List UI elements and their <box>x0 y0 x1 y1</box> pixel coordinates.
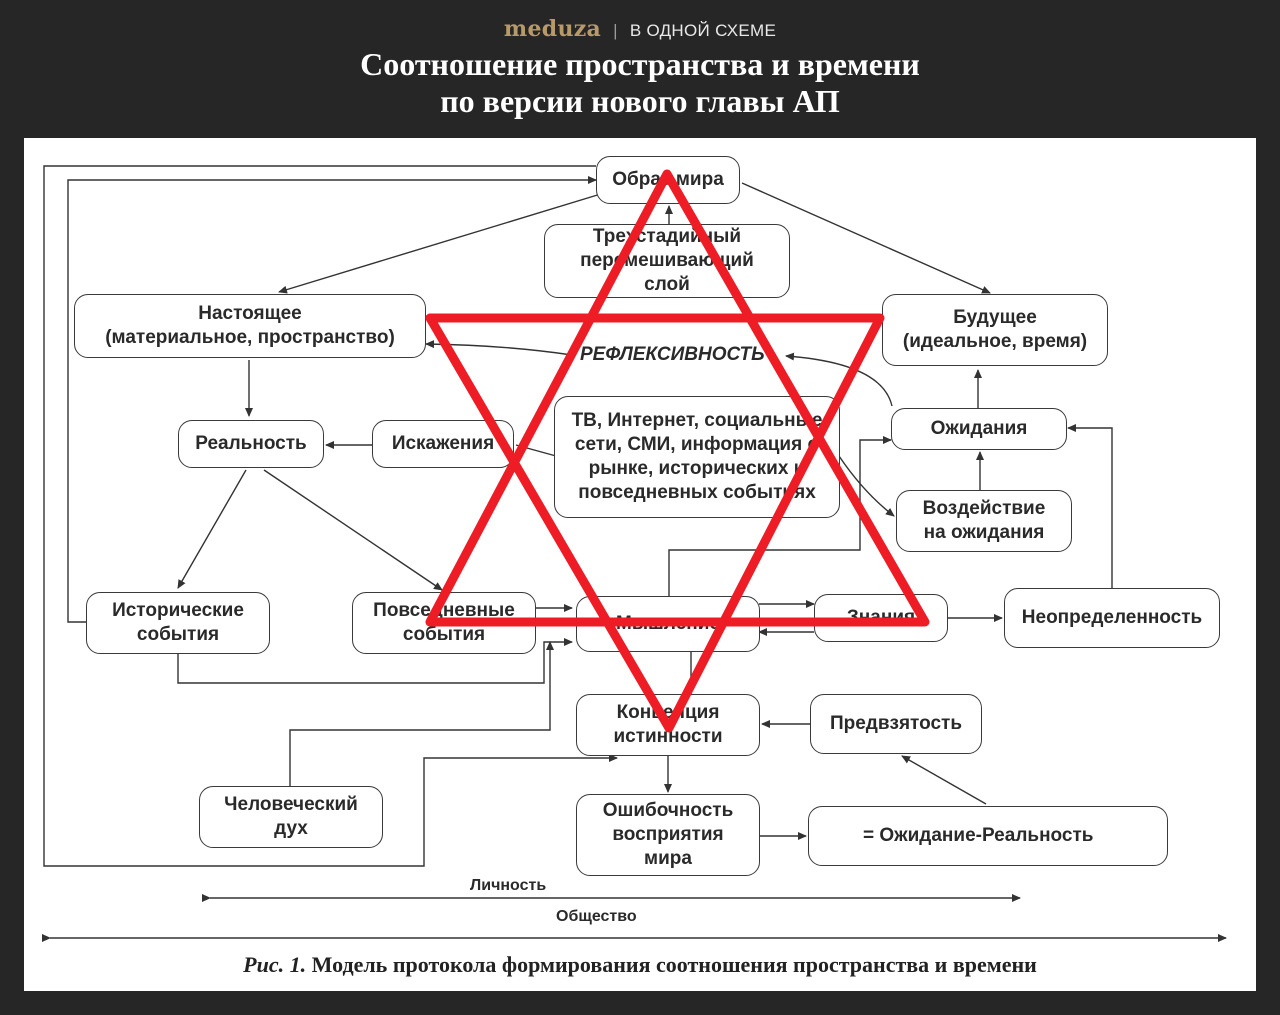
node-image-of-world: Образ мира <box>596 156 740 204</box>
section-label[interactable]: В ОДНОЙ СХЕМЕ <box>629 21 777 40</box>
arrow-reflexivity-to-present <box>425 340 573 356</box>
arrow-formula-to-bias <box>901 755 987 805</box>
node-knowledge: Знания <box>814 594 948 642</box>
caption-prefix: Рис. 1. <box>243 952 307 977</box>
node-expectations: Ожидания <box>891 408 1067 450</box>
brand-separator: | <box>613 21 618 40</box>
society-label: Общество <box>556 908 637 925</box>
header: meduza | В ОДНОЙ СХЕМЕ Соотношение простра… <box>0 0 1280 138</box>
arrow-reality-to-everyday <box>263 469 443 591</box>
node-present: Настоящее(материальное, пространство) <box>74 294 426 358</box>
page-title: Соотношение пространства и времени по ве… <box>0 46 1280 120</box>
brand-line: meduza | В ОДНОЙ СХЕМЕ <box>0 16 1280 42</box>
node-bias: Предвзятость <box>810 694 982 754</box>
reflexivity-label: РЕФЛЕКСИВНОСТЬ <box>580 344 765 365</box>
caption-text: Модель протокола формирования соотношени… <box>306 952 1037 977</box>
arrow-reality-to-historical <box>177 469 247 589</box>
node-reality: Реальность <box>178 420 324 468</box>
node-uncertainty: Неопределенность <box>1004 588 1220 648</box>
title-line-2: по версии нового главы АП <box>440 83 840 119</box>
arrow-spirit-to-thinking <box>289 641 554 786</box>
node-delta-formula: = Ожидание-Реальность <box>808 806 1168 866</box>
arrow-media-to-influence <box>838 455 895 517</box>
arrow-historical-to-image <box>67 176 597 623</box>
node-future: Будущее(идеальное, время) <box>882 294 1108 366</box>
personality-label: Личность <box>470 877 547 894</box>
arrow-loop-to-truth <box>43 165 618 867</box>
arrow-uncertainty-to-expectations <box>1067 424 1113 588</box>
line-media-to-distortions <box>515 444 557 457</box>
title-line-1: Соотношение пространства и времени <box>360 46 920 82</box>
figure-caption: Рис. 1. Модель протокола формирования со… <box>24 952 1256 978</box>
node-distortions: Искажения <box>372 420 514 468</box>
node-thinking: Мышление <box>576 596 760 652</box>
meduza-logo[interactable]: meduza <box>503 16 602 42</box>
